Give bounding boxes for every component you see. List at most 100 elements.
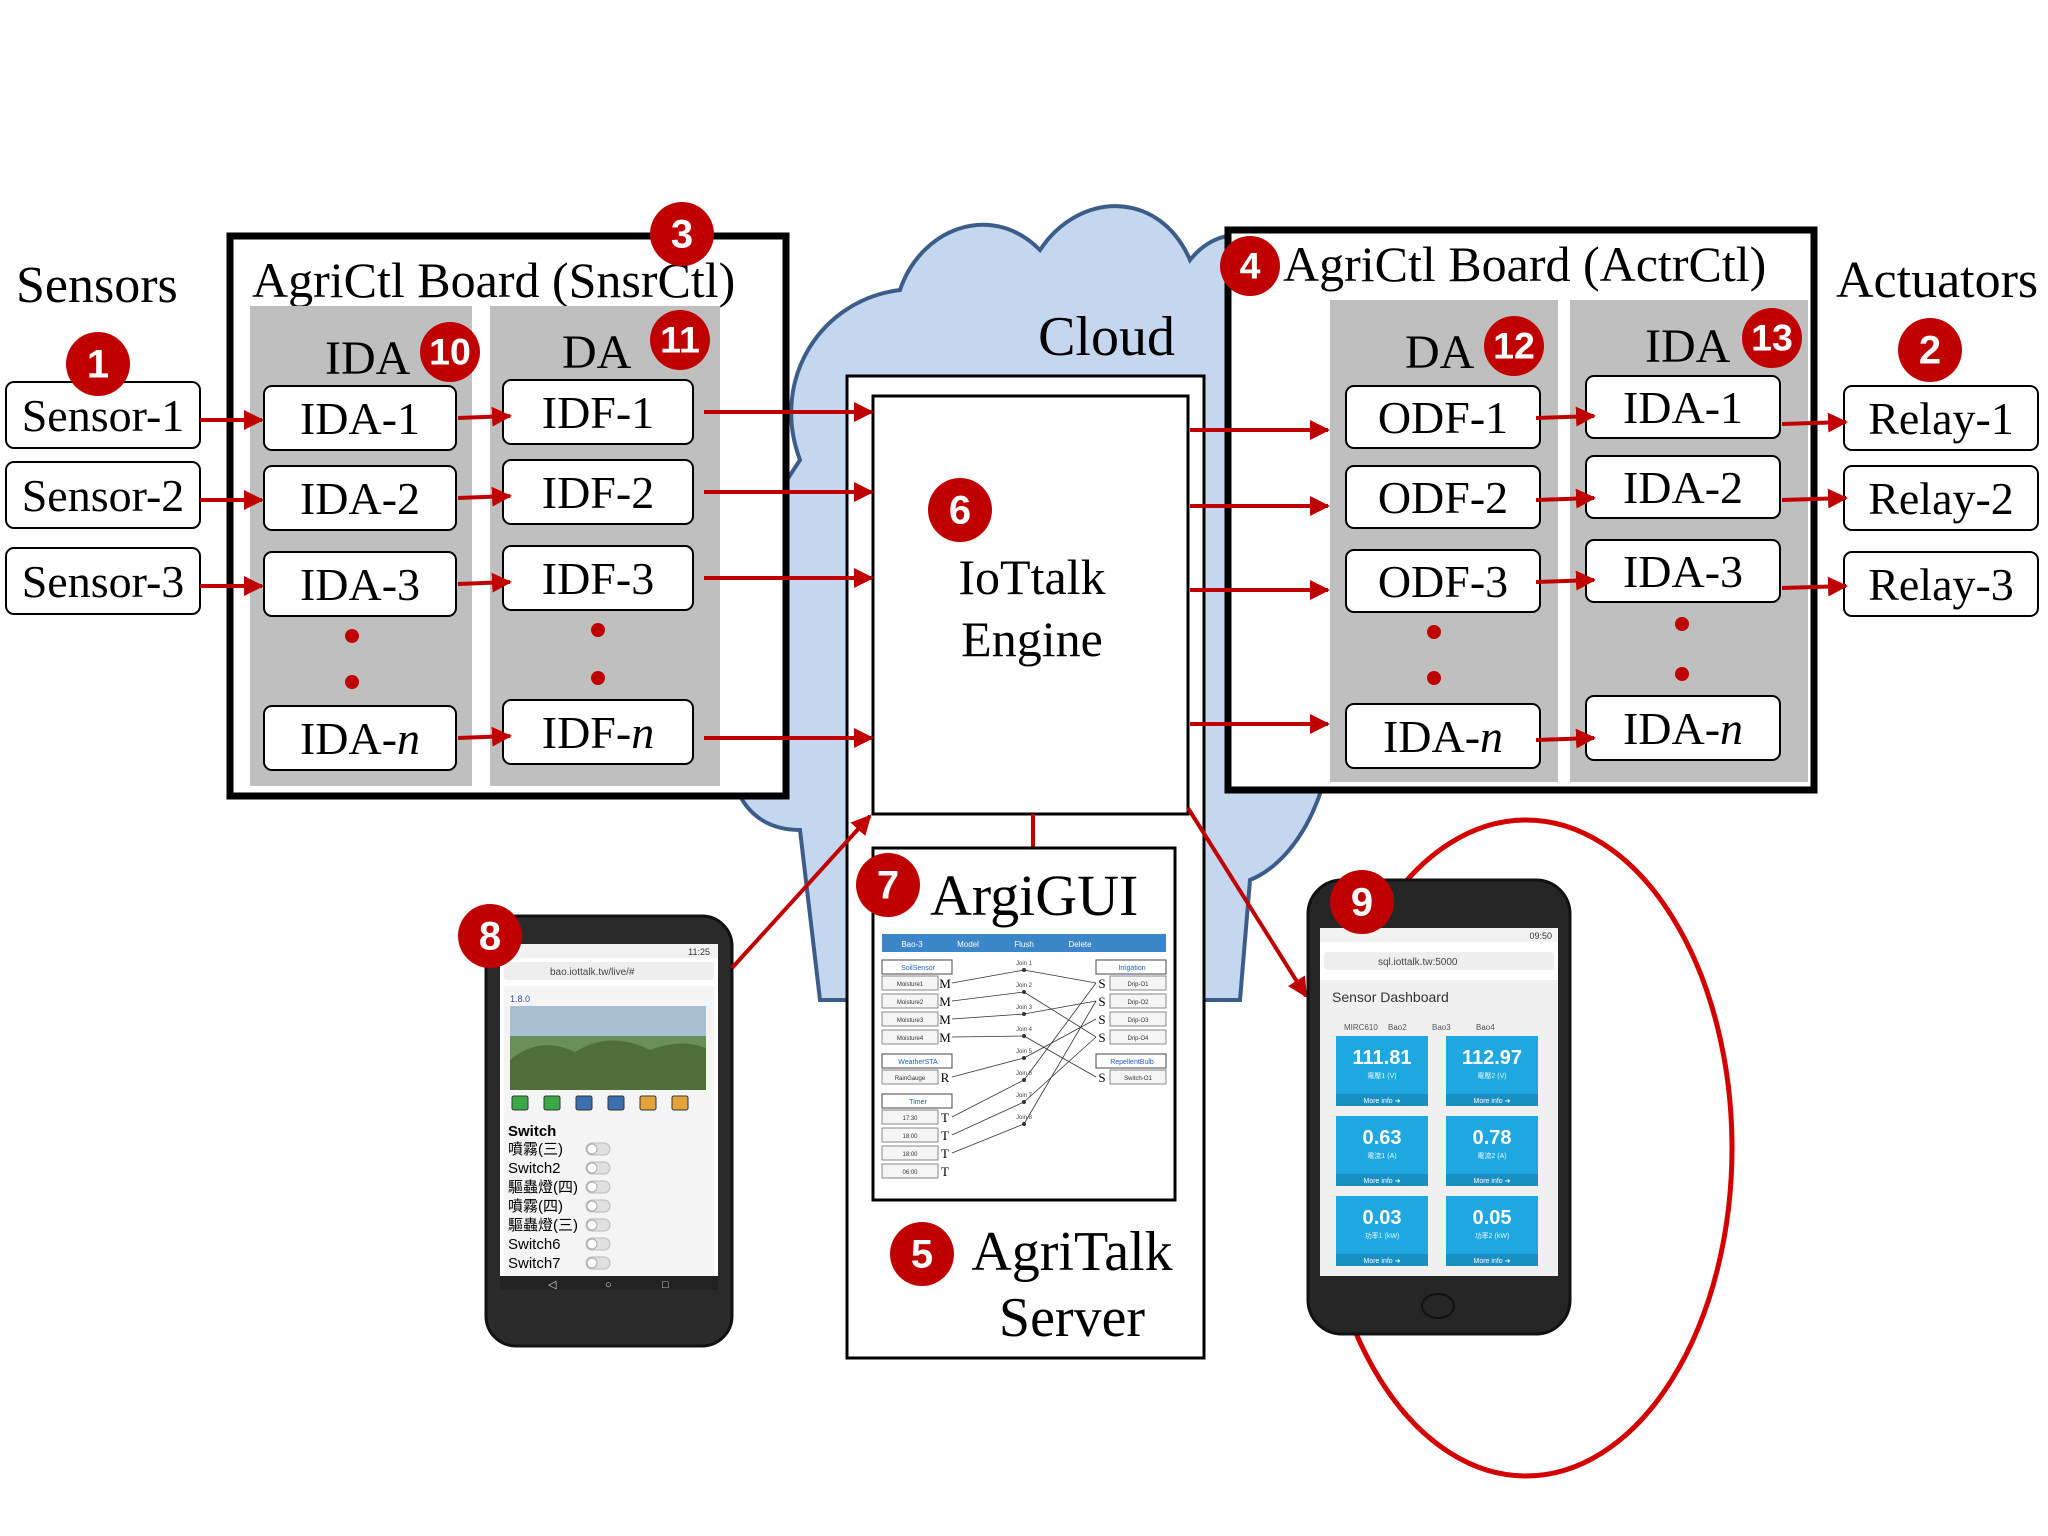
argigui-left-port [881, 1011, 939, 1027]
badge-9-number: 9 [1351, 880, 1373, 924]
dashboard-more-info-link[interactable]: More info ➜ [1364, 1098, 1401, 1105]
ida-to-idf-arrow-2 [457, 486, 512, 507]
badge-4-number: 4 [1240, 245, 1261, 287]
argigui-right-port-label: Drip-O2 [1127, 1000, 1149, 1006]
argigui-right-port-label: Switch-O1 [1124, 1076, 1152, 1082]
argigui-link [951, 1123, 1025, 1154]
argigui-left-port-label: 18:00 [902, 1152, 918, 1158]
argigui-right-port-tag: S [1098, 1030, 1105, 1045]
snsr-ida-box-3-label: IDA-3 [300, 559, 420, 610]
argigui-tab-3[interactable]: Flush [1014, 940, 1034, 949]
argigui-left-port-tag: M [939, 1030, 951, 1045]
badge-2 [1898, 318, 1962, 382]
badge-11-number: 11 [660, 319, 700, 361]
dashboard-tile-value: 0.78 [1473, 1127, 1512, 1149]
argigui-left-port-tag: M [939, 994, 951, 1009]
phone-left-to-engine-arrow [730, 814, 872, 970]
dashboard-tile-sub: 功率2 (kW) [1475, 1231, 1510, 1240]
badge-2-number: 2 [1919, 328, 1941, 372]
sensor-box-2 [5, 461, 201, 529]
snsr-ida-header: IDA [325, 332, 411, 385]
ida-to-idf-arrow-3 [457, 572, 512, 593]
argigui-left-group-name-1: SoilSensor [901, 965, 936, 972]
dashboard-more-info-link[interactable]: More info ➜ [1474, 1178, 1511, 1185]
badge-13 [1742, 308, 1802, 368]
badge-1-number: 1 [87, 342, 109, 386]
actr-odf-ellipsis-dot-2 [1427, 671, 1441, 685]
odf-to-ida-arrow-1 [1535, 406, 1596, 427]
dashboard-tile-footer [1336, 1094, 1428, 1106]
actr-odf-box-2 [1345, 465, 1541, 529]
dashboard-more-info-link[interactable]: More info ➜ [1474, 1258, 1511, 1265]
switch-toggle-knob [586, 1143, 598, 1155]
mobile-switch-phone: 11:25 bao.iottalk.tw/live/# 1.8.0 Switch… [484, 914, 734, 1348]
camera-control-button[interactable] [575, 1095, 593, 1111]
dashboard-more-info-link[interactable]: More info ➜ [1364, 1258, 1401, 1265]
dashboard-column-label[interactable]: Bao2 [1388, 1023, 1407, 1032]
argigui-link [1023, 982, 1097, 1081]
argigui-left-port-tag: M [939, 1012, 951, 1027]
sensor-box-1-label: Sensor-1 [22, 390, 185, 441]
actr-board-title: AgriCtl Board (ActrCtl) [1283, 236, 1766, 292]
nav-back-icon[interactable]: ◁ [548, 1279, 557, 1291]
argigui-join-label: Join 2 [1016, 983, 1033, 989]
argigui-right-group-header-1 [1095, 959, 1167, 975]
nav-home-icon[interactable]: ○ [605, 1279, 612, 1291]
snsr-ida-ellipsis-dot-2 [345, 675, 359, 689]
snsr-ida-box-n [263, 705, 457, 771]
relay-box-2-label: Relay-2 [1868, 473, 2014, 524]
phone-left-url: bao.iottalk.tw/live/# [550, 967, 635, 978]
relay-box-1-label: Relay-1 [1868, 393, 2014, 444]
dashboard-more-info-link[interactable]: More info ➜ [1474, 1098, 1511, 1105]
switch-label: Switch2 [508, 1160, 561, 1177]
badge-10-number: 10 [429, 331, 471, 373]
switch-label: 噴霧(三) [508, 1141, 563, 1158]
actr-ida-box-2 [1585, 455, 1781, 519]
phone-right-home-button[interactable] [1421, 1293, 1455, 1319]
dashboard-column-label[interactable]: Bao3 [1432, 1023, 1451, 1032]
snsr-idf-box-n-label: IDF-n [542, 707, 654, 758]
argigui-left-port [881, 1109, 939, 1125]
badge-12-number: 12 [1493, 325, 1535, 367]
argigui-link [1023, 1000, 1097, 1125]
dashboard-tile-sub: 功率1 (kW) [1365, 1231, 1400, 1240]
dashboard-title: Sensor Dashboard [1332, 989, 1449, 1005]
camera-control-button[interactable] [543, 1095, 561, 1111]
dashboard-column-label[interactable]: Bao4 [1476, 1023, 1495, 1032]
dashboard-column-label[interactable]: MIRC610 [1344, 1023, 1378, 1032]
actr-ida-header: IDA [1645, 320, 1731, 373]
sensor-box-2-label: Sensor-2 [22, 470, 185, 521]
argigui-left-port-tag: R [941, 1070, 950, 1085]
actr-da-header: DA [1405, 326, 1475, 379]
phone-left-header: 1.8.0 [510, 994, 530, 1004]
argigui-right-port-label: Drip-O1 [1127, 982, 1149, 988]
switch-toggle-knob [586, 1257, 598, 1269]
camera-control-button[interactable] [511, 1095, 529, 1111]
camera-control-button[interactable] [607, 1095, 625, 1111]
snsr-board-title: AgriCtl Board (SnsrCtl) [252, 252, 735, 308]
argigui-right-port-tag: S [1098, 1070, 1105, 1085]
odf-to-ida-arrow-2 [1535, 488, 1596, 509]
argigui-left-group-header-2 [881, 1053, 953, 1069]
switch-label: Switch7 [508, 1255, 561, 1272]
argigui-link [951, 1057, 1025, 1078]
camera-control-button[interactable] [639, 1095, 657, 1111]
argigui-right-port-label: Drip-O4 [1127, 1036, 1149, 1042]
camera-control-button[interactable] [671, 1095, 689, 1111]
sensor-box-3-label: Sensor-3 [22, 556, 185, 607]
camera-control-buttons [511, 1095, 689, 1111]
argigui-left-port [881, 993, 939, 1009]
nav-recent-icon[interactable]: □ [662, 1279, 669, 1291]
argigui-tab-2[interactable]: Model [957, 940, 979, 949]
switch-label: 驅蟲燈(四) [508, 1179, 578, 1196]
argigui-tab-4[interactable]: Delete [1068, 940, 1092, 949]
argigui-right-port [1109, 993, 1167, 1009]
argigui-tab-1[interactable]: Bao-3 [901, 940, 923, 949]
snsr-ida-box-3 [263, 551, 457, 617]
argigui-left-port-label: Moisture1 [897, 982, 924, 988]
argigui-toolbar [882, 934, 1166, 952]
dashboard-more-info-link[interactable]: More info ➜ [1364, 1178, 1401, 1185]
argigui-left-group-header-3 [881, 1093, 953, 1109]
argigui-left-port [881, 1163, 939, 1179]
